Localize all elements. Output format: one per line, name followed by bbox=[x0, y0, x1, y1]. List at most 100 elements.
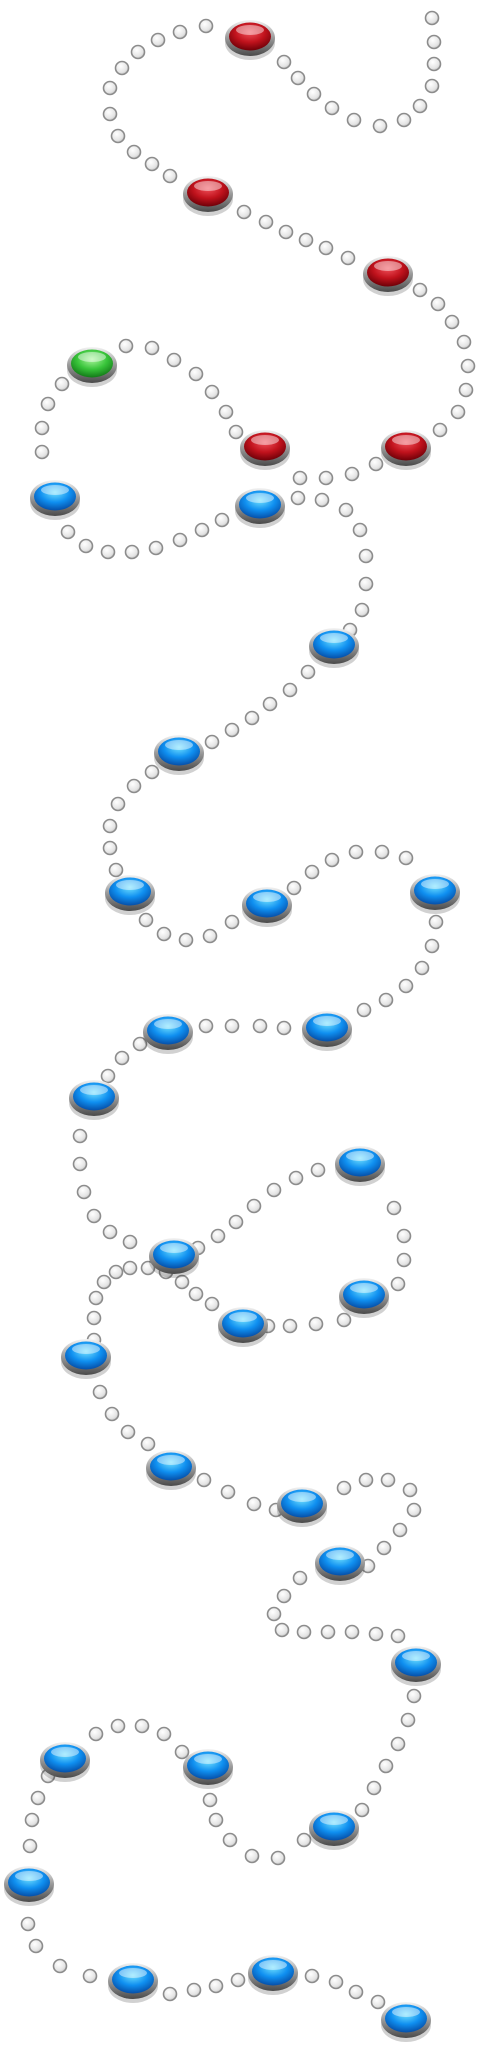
path-dot bbox=[40, 396, 56, 412]
level-node-highlight bbox=[251, 435, 279, 445]
level-node-button-face bbox=[8, 1868, 50, 1897]
path-dot bbox=[282, 1318, 298, 1334]
path-dot bbox=[224, 722, 240, 738]
level-node-highlight bbox=[392, 2007, 420, 2017]
level-node-highlight bbox=[51, 1747, 79, 1757]
level-node-locked-17[interactable] bbox=[335, 1146, 385, 1186]
path-dot bbox=[126, 144, 142, 160]
path-dot bbox=[122, 1260, 138, 1276]
path-dot bbox=[378, 992, 394, 1008]
level-node-highlight bbox=[154, 1019, 182, 1029]
level-node-completed-2[interactable] bbox=[183, 176, 233, 216]
level-node-highlight bbox=[15, 1871, 43, 1881]
level-node-locked-7[interactable] bbox=[30, 480, 80, 520]
path-dot bbox=[120, 1424, 136, 1440]
level-node-highlight bbox=[160, 1243, 188, 1253]
path-dot bbox=[460, 358, 476, 374]
level-node-locked-31[interactable] bbox=[248, 1955, 298, 1995]
level-node-highlight bbox=[392, 435, 420, 445]
path-dot bbox=[274, 1622, 290, 1638]
level-node-highlight bbox=[194, 181, 222, 191]
level-node-highlight bbox=[326, 1550, 354, 1560]
path-dot bbox=[266, 1182, 282, 1198]
path-dot bbox=[298, 232, 314, 248]
level-node-locked-12[interactable] bbox=[242, 887, 292, 927]
level-node-locked-30[interactable] bbox=[108, 1963, 158, 2003]
level-node-highlight bbox=[236, 25, 264, 35]
path-dot bbox=[24, 1812, 40, 1828]
path-dot bbox=[368, 456, 384, 472]
level-node-locked-8[interactable] bbox=[235, 488, 285, 528]
level-node-locked-10[interactable] bbox=[154, 735, 204, 775]
path-dot bbox=[114, 1050, 130, 1066]
path-dot bbox=[390, 1628, 406, 1644]
path-dot bbox=[208, 1812, 224, 1828]
path-dot bbox=[166, 352, 182, 368]
level-node-locked-16[interactable] bbox=[69, 1080, 119, 1120]
path-dot bbox=[306, 86, 322, 102]
level-node-highlight bbox=[119, 1968, 147, 1978]
level-node-button-face bbox=[153, 1240, 195, 1269]
path-dot bbox=[430, 296, 446, 312]
level-node-button-face bbox=[34, 482, 76, 511]
level-node-locked-18[interactable] bbox=[149, 1238, 199, 1278]
path-dot bbox=[140, 1436, 156, 1452]
path-dot bbox=[318, 470, 334, 486]
path-dot bbox=[424, 10, 440, 26]
level-node-button-face bbox=[229, 22, 271, 51]
level-node-locked-9[interactable] bbox=[309, 628, 359, 668]
path-dot bbox=[398, 978, 414, 994]
level-node-completed-5[interactable] bbox=[381, 430, 431, 470]
path-dot bbox=[162, 168, 178, 184]
level-node-button-face bbox=[187, 1751, 229, 1780]
path-dot bbox=[390, 1736, 406, 1752]
level-node-button-face bbox=[395, 1648, 437, 1677]
path-dot bbox=[132, 1036, 148, 1052]
path-dot bbox=[348, 844, 364, 860]
path-dot bbox=[156, 1726, 172, 1742]
level-node-current-6[interactable] bbox=[67, 347, 117, 387]
path-dot bbox=[204, 734, 220, 750]
path-dot bbox=[396, 1252, 412, 1268]
level-node-locked-21[interactable] bbox=[61, 1339, 111, 1379]
path-dot bbox=[220, 1484, 236, 1500]
level-node-locked-14[interactable] bbox=[143, 1014, 193, 1054]
level-node-button-face bbox=[252, 1957, 294, 1986]
level-node-locked-26[interactable] bbox=[40, 1742, 90, 1782]
path-dot bbox=[114, 60, 130, 76]
level-node-highlight bbox=[288, 1492, 316, 1502]
level-node-locked-32[interactable] bbox=[381, 2002, 431, 2042]
path-dot bbox=[314, 492, 330, 508]
level-node-completed-4[interactable] bbox=[240, 430, 290, 470]
level-node-locked-25[interactable] bbox=[391, 1646, 441, 1686]
level-node-locked-13[interactable] bbox=[410, 874, 460, 914]
path-dot bbox=[276, 1020, 292, 1036]
level-node-completed-1[interactable] bbox=[225, 20, 275, 60]
level-node-locked-24[interactable] bbox=[315, 1545, 365, 1585]
path-dot bbox=[258, 214, 274, 230]
path-dot bbox=[108, 1264, 124, 1280]
level-node-locked-11[interactable] bbox=[105, 875, 155, 915]
level-node-locked-22[interactable] bbox=[146, 1450, 196, 1490]
path-dot bbox=[150, 32, 166, 48]
level-node-locked-28[interactable] bbox=[309, 1810, 359, 1850]
level-nodes bbox=[4, 20, 460, 2042]
level-node-locked-20[interactable] bbox=[218, 1307, 268, 1347]
level-node-locked-23[interactable] bbox=[277, 1487, 327, 1527]
path-dot bbox=[290, 70, 306, 86]
path-dot bbox=[210, 1228, 226, 1244]
level-node-locked-29[interactable] bbox=[4, 1866, 54, 1906]
level-node-button-face bbox=[44, 1744, 86, 1773]
level-node-locked-27[interactable] bbox=[183, 1749, 233, 1789]
path-dot bbox=[172, 532, 188, 548]
path-dot bbox=[376, 1540, 392, 1556]
path-dot bbox=[244, 1848, 260, 1864]
path-dot bbox=[352, 522, 368, 538]
level-node-locked-15[interactable] bbox=[302, 1011, 352, 1051]
level-node-highlight bbox=[194, 1754, 222, 1764]
level-node-locked-19[interactable] bbox=[339, 1278, 389, 1318]
path-dot bbox=[304, 1968, 320, 1984]
path-dot bbox=[324, 852, 340, 868]
level-node-button-face bbox=[313, 630, 355, 659]
level-node-completed-3[interactable] bbox=[363, 256, 413, 296]
